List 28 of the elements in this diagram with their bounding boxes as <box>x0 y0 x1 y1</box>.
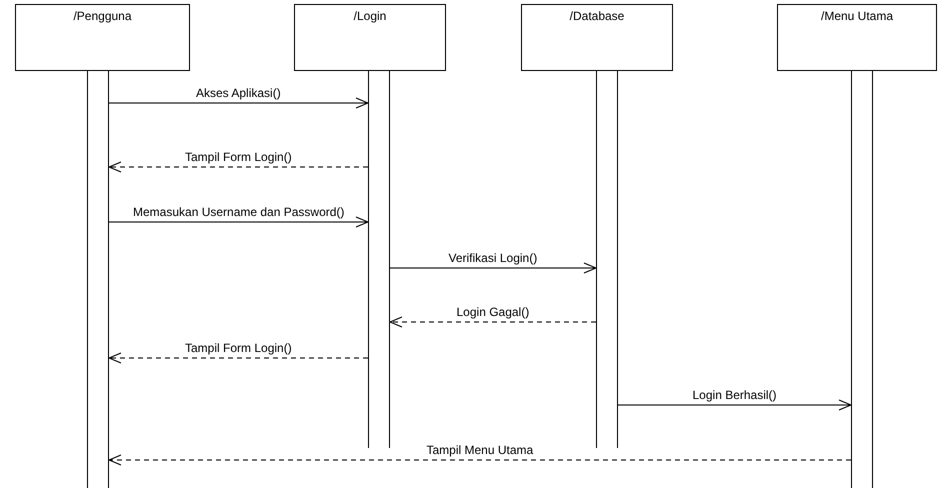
return-arrow <box>108 162 368 172</box>
message-label: Memasukan Username dan Password() <box>131 206 346 219</box>
message-label: Tampil Menu Utama <box>424 444 536 457</box>
message-arrow <box>618 400 852 410</box>
return-arrow <box>108 454 852 466</box>
message-label: Tampil Form Login() <box>183 342 294 355</box>
return-arrow <box>390 316 596 328</box>
lifeline-title: /Menu Utama <box>820 9 894 23</box>
lifeline-title: /Login <box>354 9 386 23</box>
message-label: Tampil Form Login() <box>183 151 294 164</box>
lifeline-box <box>15 4 190 71</box>
return-arrow <box>108 352 368 364</box>
lifeline-title: /Database <box>570 9 624 23</box>
lifeline-box <box>521 4 673 71</box>
lifeline-title: /Pengguna <box>73 9 132 23</box>
activation-bar <box>851 70 873 488</box>
message-label: Login Gagal() <box>454 306 532 319</box>
message-arrow <box>108 216 368 228</box>
lifeline-box <box>777 4 937 71</box>
activation-bar <box>596 70 618 448</box>
message-label: Login Berhasil() <box>690 389 779 402</box>
activation-bar <box>368 70 390 448</box>
message-arrow <box>108 98 368 108</box>
message-label: Verifikasi Login() <box>446 252 540 265</box>
activation-bar <box>87 70 109 488</box>
message-arrow <box>390 262 596 274</box>
message-label: Akses Aplikasi() <box>194 87 283 100</box>
lifeline-box <box>294 4 446 71</box>
